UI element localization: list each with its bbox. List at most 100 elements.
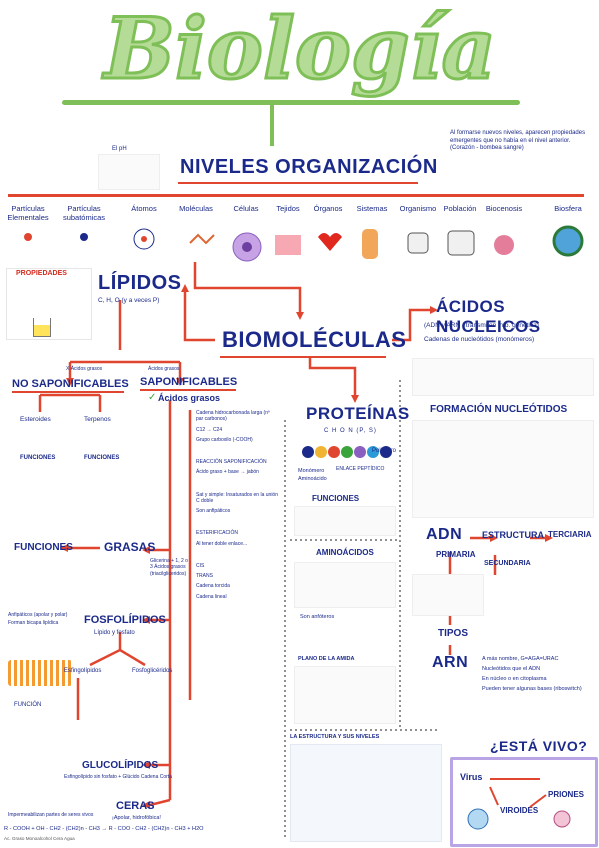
estructura-prot-label: LA ESTRUCTURA Y SUS NIVELES <box>290 734 380 740</box>
vivo-box <box>450 757 598 847</box>
particle-icon <box>24 233 32 241</box>
level-4: Células <box>233 204 259 213</box>
acidos-grasos-heading: Ácidos grasos <box>158 393 221 403</box>
funciones-label-1: FUNCIONES <box>20 455 56 461</box>
no-sap-heading: NO SAPONIFICABLES <box>12 378 129 390</box>
globe-icon <box>552 225 584 257</box>
estructura-prot-sketch <box>290 744 442 842</box>
niveles-underline <box>178 182 418 184</box>
no-sap-note: X Ácidos grasos <box>66 366 103 372</box>
level-11: Biosfera <box>554 204 582 213</box>
fosfo-sub: Lípido y fosfato <box>94 630 135 636</box>
level-3: Moléculas <box>179 204 213 213</box>
tipos-label: TIPOS <box>438 628 469 639</box>
beaker-icon <box>33 318 51 337</box>
an-sub2: Cadenas de nucleótidos (monómeros) <box>424 336 535 343</box>
anfoteros-label: Son anfóteros <box>300 614 335 620</box>
aminoacidos-heading: AMINOÁCIDOS <box>316 548 374 557</box>
title-text: Biología <box>102 0 496 98</box>
levels-row: Partículas Elementales Partículas subatóm… <box>0 200 599 260</box>
fosfolipidos-heading: FOSFOLÍPIDOS <box>84 614 166 626</box>
level-9: Población <box>443 204 477 213</box>
check-icon: ✓ <box>148 392 157 403</box>
subatomic-icon <box>80 233 88 241</box>
population-icon <box>447 230 475 256</box>
vivo-arrows <box>467 778 571 830</box>
acidos-grasos-list: Cadena hidrocarbonada larga (nº par carb… <box>196 410 278 604</box>
arn-notes: A más nombre, G=AGA=URAC Nucleótidos que … <box>482 656 594 696</box>
bicapa-sketch <box>8 660 72 686</box>
ag-item: REACCIÓN SAPONIFICACIÓN <box>196 459 267 465</box>
impermeab-note: Impermeabilizan partes de seres vivos <box>8 812 94 818</box>
vivo-heading: ¿ESTÁ VIVO? <box>490 738 588 754</box>
ceras-sub: ¡Apolar, hidrofóbica! <box>112 815 161 821</box>
niveles-note: Al formarse nuevos niveles, aparecen pro… <box>450 130 586 151</box>
no-sap-underline <box>12 391 124 393</box>
biocenosis-icon <box>494 235 514 255</box>
system-icon <box>362 229 378 259</box>
aminoacido-label: Aminoácido <box>298 476 327 482</box>
ag-item: CIS <box>196 562 205 569</box>
propiedades-heading: PROPIEDADES <box>16 270 67 277</box>
level-6: Órganos <box>313 204 343 213</box>
primaria-label: PRIMARIA <box>436 550 476 559</box>
ag-item: Cadena hidrocarbonada larga (nº par carb… <box>196 410 270 423</box>
ag-item: C12 → C24 <box>196 426 223 433</box>
adn-sketch <box>412 574 484 616</box>
aminoacidos-sketch <box>294 562 396 608</box>
ag-item: Ácido graso + base → jabón <box>196 469 259 476</box>
secundaria-label: SECUNDARIA <box>484 560 531 567</box>
ag-item: ESTERIFICACIÓN <box>196 530 238 537</box>
funcion-label: FUNCIÓN <box>14 702 42 708</box>
proteinas-elements: C H O N (P, S) <box>324 428 377 434</box>
ag-item: Al tener doble enlace... <box>196 540 248 547</box>
viroides-label: VIROIDES <box>500 806 539 815</box>
gluco-note: Esfingolípido sin fosfato + Glúcido Cade… <box>64 774 172 780</box>
formacion-heading: FORMACIÓN NUCLEÓTIDOS <box>430 404 568 415</box>
grasas-heading: GRASAS <box>104 540 156 554</box>
organism-icon <box>407 232 429 254</box>
sap-note: Ácidos grasos <box>148 366 180 372</box>
proteinas-heading: PROTEÍNAS <box>306 404 410 423</box>
nucleotide-sketch <box>412 358 594 396</box>
grasas-note: Glicerina + 1, 2 o 3 Ácidos grasos (tria… <box>150 558 188 577</box>
lipidos-formula: C, H, O (y a veces P) <box>98 297 160 304</box>
level-0: Partículas Elementales <box>7 204 49 222</box>
ag-item: TRANS <box>196 573 213 579</box>
sap-heading: SAPONIFICABLES <box>140 376 238 388</box>
polimero-label: Polímero <box>372 448 397 454</box>
terciaria-label: TERCIARIA <box>548 530 592 539</box>
ceras-heading: CERAS <box>116 800 155 812</box>
ag-item: Son anfipáticos <box>196 508 231 514</box>
terpenos-label: Terpenos <box>84 416 111 423</box>
arn-heading: ARN <box>432 654 469 671</box>
arn-note: A más nombre, G=AGA=URAC <box>482 656 559 662</box>
arn-note: Nucleótidos que el ADN <box>482 665 541 672</box>
acidos-nucleicos-heading: ÁCIDOS NUCLEICOS <box>436 297 541 336</box>
fosfogliceridos-label: Fosfoglicéridos <box>132 668 173 674</box>
enlace-label: ENLACE PEPTÍDICO <box>336 466 385 472</box>
level-10: Biocenosis <box>485 204 523 213</box>
ph-sketch <box>98 154 160 190</box>
anfipaticos-note: Anfipáticos (apolar y polar) <box>8 612 68 618</box>
arn-note: Pueden tener algunas bases (riboswitch) <box>482 685 582 692</box>
ceras-formula: R - COOH + OH - CH2 - (CH2)n - CH3 → R -… <box>4 826 204 832</box>
ph-label: El pH <box>112 146 127 152</box>
an-sub1: (ADN y ARN - transmiten info. genética) <box>424 322 539 329</box>
level-7: Sistemas <box>356 204 388 213</box>
formacion-sketch <box>412 420 594 518</box>
funciones-heading: FUNCIONES <box>14 542 73 553</box>
esteroides-label: Esteroides <box>20 416 51 423</box>
monomero-label: Monómero <box>298 468 325 474</box>
ag-item: Cadena lineal <box>196 593 227 600</box>
esfingolipidos-label: Esfingolípidos <box>64 668 102 674</box>
funciones-label-2: FUNCIONES <box>84 455 120 461</box>
ag-item: Cadena torcida <box>196 583 230 590</box>
level-1: Partículas subatómicas <box>62 204 106 222</box>
adn-heading: ADN <box>426 526 463 543</box>
prot-funciones-heading: FUNCIONES <box>312 494 360 503</box>
estructura-label: ESTRUCTURA <box>482 530 544 540</box>
prot-funciones-sketch <box>294 506 396 536</box>
virus-label: Virus <box>460 772 483 782</box>
